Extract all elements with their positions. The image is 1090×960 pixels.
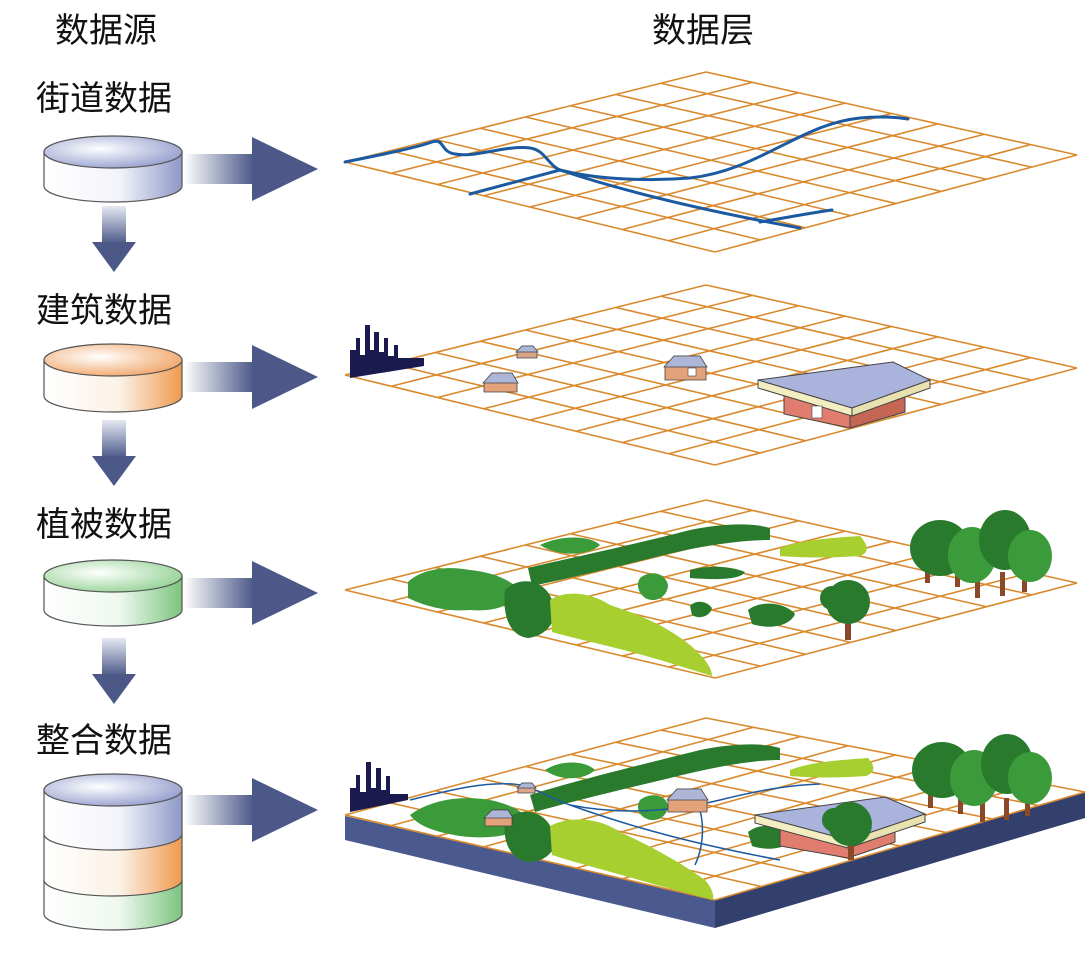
grid-line	[576, 123, 939, 220]
building-layer-grid	[344, 284, 1078, 466]
combined-tree-icon	[822, 802, 872, 860]
house-icon	[482, 372, 519, 393]
arrow-down-icon	[92, 206, 136, 272]
arrow-right-icon	[184, 561, 318, 625]
grid-line	[660, 295, 1032, 381]
office-building-icon	[757, 361, 932, 429]
database-cylinder-icon	[43, 135, 183, 203]
database-cylinder-icon	[43, 559, 183, 627]
grid-line	[714, 154, 1078, 253]
arrow-down-icon	[92, 420, 136, 486]
arrow-right-icon	[184, 778, 318, 842]
grid-line	[529, 325, 892, 421]
street-lines	[343, 115, 910, 230]
source-label-buildings: 建筑数据	[36, 291, 172, 331]
house-icon	[663, 355, 708, 381]
combined-factory-icon	[350, 762, 408, 812]
arrow-right-icon	[184, 345, 318, 409]
tree-icon	[820, 580, 870, 640]
database-cylinder-icon	[43, 343, 183, 413]
combined-streets	[409, 782, 821, 866]
tree-group-icon	[910, 510, 1052, 598]
grid-line	[660, 82, 1032, 168]
combined-layer-base	[345, 792, 1085, 928]
source-label-vegetation: 植被数据	[36, 505, 172, 545]
grid-line	[529, 112, 892, 208]
arrow-right-icon	[184, 137, 318, 201]
factory-icon	[350, 325, 424, 378]
combined-house-icon	[666, 788, 709, 813]
grid-line	[570, 104, 942, 193]
grid-line	[705, 71, 1078, 156]
database-cylinder-icon	[43, 773, 183, 931]
arrow-down-icon	[92, 638, 136, 704]
sources-header: 数据源	[55, 11, 157, 51]
grid-line	[622, 133, 985, 231]
grid-line	[714, 791, 1086, 901]
grid-line	[705, 284, 1078, 369]
source-label-streets: 街道数据	[36, 79, 172, 119]
grid-line	[576, 336, 939, 433]
combined-house-icon	[516, 782, 537, 794]
grid-line	[668, 143, 1031, 242]
grid-line	[714, 367, 1078, 466]
street-layer-grid	[344, 71, 1078, 253]
vegetation-patches	[408, 524, 867, 676]
house-icon	[515, 345, 539, 359]
source-label-integrated: 整合数据	[36, 721, 172, 761]
grid-line	[714, 582, 1078, 679]
layers-header: 数据层	[652, 11, 754, 51]
combined-house-icon	[483, 809, 514, 827]
combined-tree-group-icon	[912, 734, 1052, 822]
